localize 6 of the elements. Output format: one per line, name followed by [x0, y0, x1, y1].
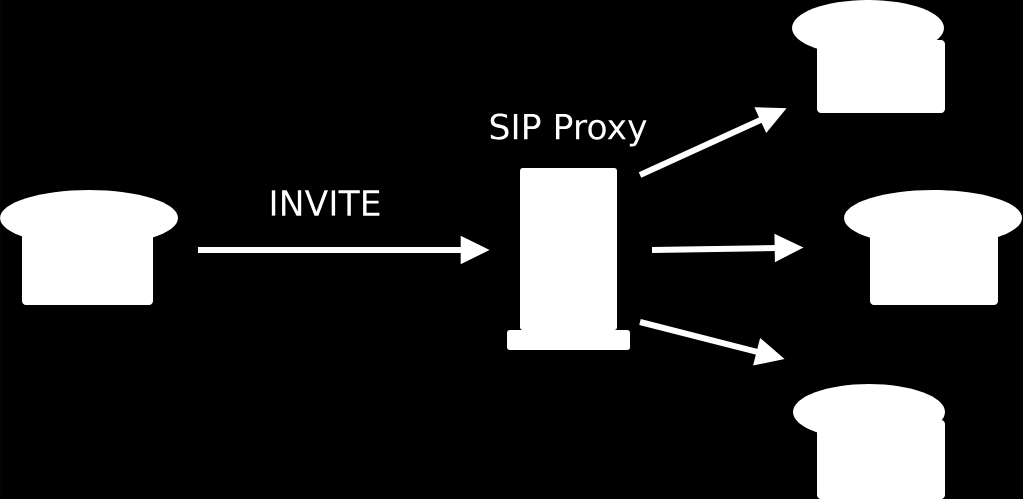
- telephone: [844, 190, 1022, 305]
- edge-label: INVITE: [271, 190, 380, 216]
- node-heading: SIP Proxy: [490, 113, 647, 147]
- telephone: [0, 190, 178, 305]
- telephone: [792, 0, 945, 113]
- telephone: [793, 384, 945, 499]
